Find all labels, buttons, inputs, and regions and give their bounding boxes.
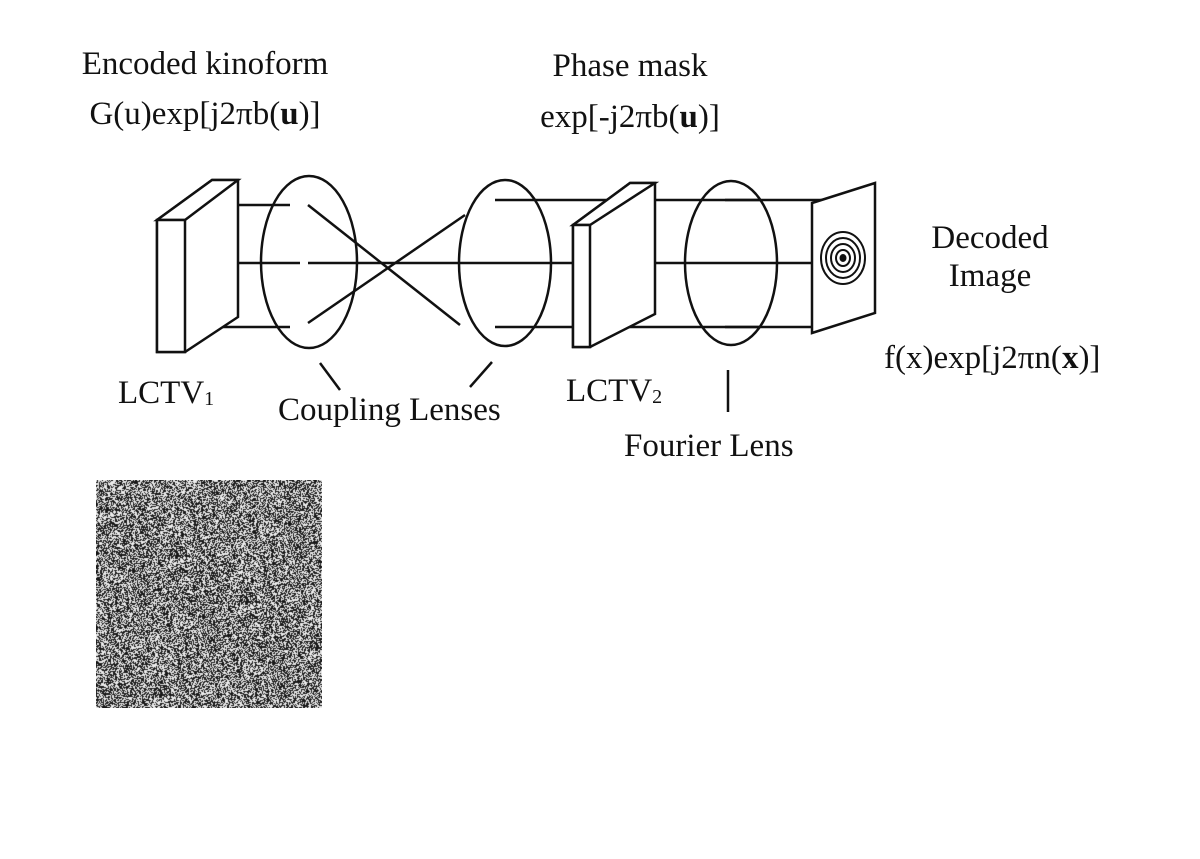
lctv2-panel-front	[571, 223, 592, 349]
lctv1-label: LCTV1	[118, 377, 214, 410]
coupling-lens-1	[259, 174, 359, 350]
ray-cross-down	[307, 204, 461, 326]
lctv1-panel-front	[155, 218, 187, 354]
lctv1-label-main: LCTV	[118, 375, 205, 411]
coupling-pointer-right	[469, 361, 493, 388]
kinoform-formula-bold: u	[280, 96, 299, 132]
concentric-rings-icon	[820, 231, 866, 285]
phase-mask-label: Phase mask	[552, 48, 708, 84]
decoded-formula-bold: x	[1061, 340, 1079, 376]
fourier-lens-label: Fourier Lens	[624, 428, 794, 464]
coupling-lenses-label: Coupling Lenses	[278, 392, 501, 428]
decoded-formula: f(x)exp[j2πn(x)]	[884, 342, 1100, 375]
random-phase-noise-image	[96, 480, 322, 708]
fourier-lens	[683, 179, 779, 347]
decoded-formula-pre: f(x)exp[j2πn(	[884, 340, 1062, 376]
ray-cross-up	[307, 213, 466, 325]
lctv2-label: LCTV2	[566, 375, 662, 408]
lctv1-label-sub: 1	[204, 388, 215, 410]
lctv2-label-sub: 2	[652, 386, 663, 408]
phase-mask-formula-pre: exp[-j2πb(	[540, 99, 680, 135]
kinoform-formula-post: )]	[298, 96, 321, 132]
decoded-formula-post: )]	[1078, 340, 1101, 376]
phase-mask-formula: exp[-j2πb(u)]	[540, 101, 720, 134]
phase-mask-formula-bold: u	[679, 99, 698, 135]
decoded-label-line1: Decoded	[931, 220, 1049, 256]
kinoform-formula-pre: G(u)exp[j2πb(	[89, 96, 281, 132]
lctv2-label-main: LCTV	[566, 373, 653, 409]
phase-mask-formula-post: )]	[697, 99, 720, 135]
decoded-label-line2: Image	[948, 258, 1032, 294]
coupling-lens-2	[457, 178, 553, 348]
kinoform-formula: G(u)exp[j2πb(u)]	[89, 98, 320, 131]
encoded-kinoform-label: Encoded kinoform	[81, 46, 329, 82]
coupling-pointer-left	[318, 362, 342, 391]
